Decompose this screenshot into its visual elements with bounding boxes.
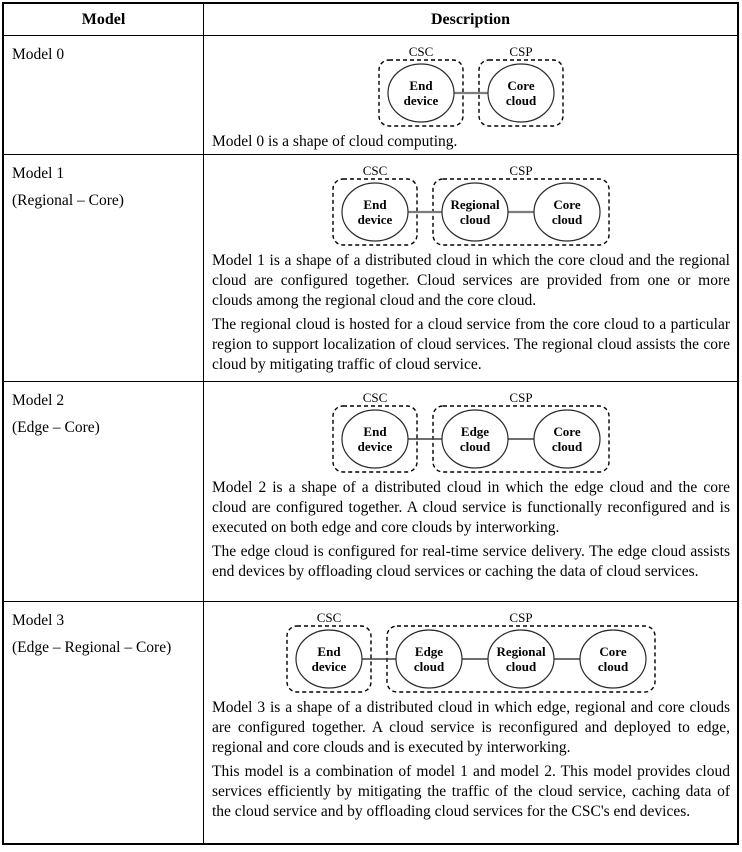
regional-cloud-node xyxy=(487,629,555,689)
node-label: Regional xyxy=(450,197,500,212)
node-label: End xyxy=(363,424,387,439)
node-label: Edge xyxy=(461,424,489,439)
node-label: cloud xyxy=(460,212,491,227)
csc-group-box xyxy=(332,405,418,473)
csc-group-box xyxy=(286,625,372,693)
node-label: cloud xyxy=(414,659,445,674)
description-paragraph: Model 0 is a shape of cloud computing. xyxy=(212,133,458,150)
node-label: cloud xyxy=(460,439,491,454)
node-label: cloud xyxy=(552,212,583,227)
node-label: device xyxy=(312,659,347,674)
end-device-node xyxy=(295,629,363,689)
model-3-name-cell: Model 3 (Edge – Regional – Core) xyxy=(4,602,204,843)
node-label: End xyxy=(409,78,433,93)
node-label: Core xyxy=(553,197,580,212)
description-paragraph: Model 3 is a shape of a distributed clou… xyxy=(212,699,730,756)
edge-cloud-node xyxy=(441,409,509,469)
core-cloud-node xyxy=(533,182,601,242)
table-row-model-3: Model 3 (Edge – Regional – Core) CSC CSP E… xyxy=(4,601,737,843)
csc-group-box xyxy=(378,59,464,127)
regional-cloud-node xyxy=(441,182,509,242)
node-label: cloud xyxy=(552,439,583,454)
end-device-node xyxy=(387,63,455,123)
description-paragraph: The regional cloud is hosted for a cloud… xyxy=(212,316,730,373)
model-composition: (Edge – Regional – Core) xyxy=(12,639,172,656)
model-composition: (Regional – Core) xyxy=(12,192,124,209)
description-paragraph: Model 2 is a shape of a distributed clou… xyxy=(212,479,730,536)
node-label: device xyxy=(358,212,393,227)
node-label: device xyxy=(358,439,393,454)
csp-group-label: CSP xyxy=(509,390,532,405)
model-name: Model 2 xyxy=(12,392,65,409)
node-label: cloud xyxy=(598,659,629,674)
model-name: Model 0 xyxy=(12,46,65,63)
model-1-name-cell: Model 1 (Regional – Core) xyxy=(4,155,204,381)
csc-group-label: CSC xyxy=(409,44,434,59)
csp-group-box xyxy=(478,59,564,127)
csp-group-label: CSP xyxy=(509,44,532,59)
csp-group-label: CSP xyxy=(509,163,532,178)
edge-cloud-node xyxy=(395,629,463,689)
node-label: Core xyxy=(507,78,534,93)
csc-group-label: CSC xyxy=(317,610,342,625)
column-header-model: Model xyxy=(4,4,204,35)
column-header-description: Description xyxy=(430,10,511,28)
model-name: Model 1 xyxy=(12,165,65,182)
node-label: Regional xyxy=(496,644,546,659)
csp-group-label: CSP xyxy=(509,610,532,625)
model-composition: (Edge – Core) xyxy=(12,419,100,436)
node-label: End xyxy=(317,644,341,659)
csc-group-label: CSC xyxy=(363,390,388,405)
model-name: Model 3 xyxy=(12,612,65,629)
description-paragraph: Model 1 is a shape of a distributed clou… xyxy=(212,252,730,309)
model-0-name-cell: Model 0 xyxy=(4,36,204,154)
end-device-node xyxy=(341,182,409,242)
core-cloud-node xyxy=(579,629,647,689)
node-label: End xyxy=(363,197,387,212)
csc-group-label: CSC xyxy=(363,163,388,178)
node-label: cloud xyxy=(506,93,537,108)
node-label: Core xyxy=(553,424,580,439)
model-2-name-cell: Model 2 (Edge – Core) xyxy=(4,382,204,601)
node-label: Edge xyxy=(415,644,443,659)
node-label: Core xyxy=(599,644,626,659)
node-label: device xyxy=(404,93,439,108)
core-cloud-node xyxy=(533,409,601,469)
end-device-node xyxy=(341,409,409,469)
description-paragraph: The edge cloud is configured for real-ti… xyxy=(212,543,730,580)
core-cloud-node xyxy=(487,63,555,123)
node-label: cloud xyxy=(506,659,537,674)
table-header-row: Model Description xyxy=(4,4,737,35)
csc-group-box xyxy=(332,178,418,246)
description-paragraph: This model is a combination of model 1 a… xyxy=(212,763,730,820)
